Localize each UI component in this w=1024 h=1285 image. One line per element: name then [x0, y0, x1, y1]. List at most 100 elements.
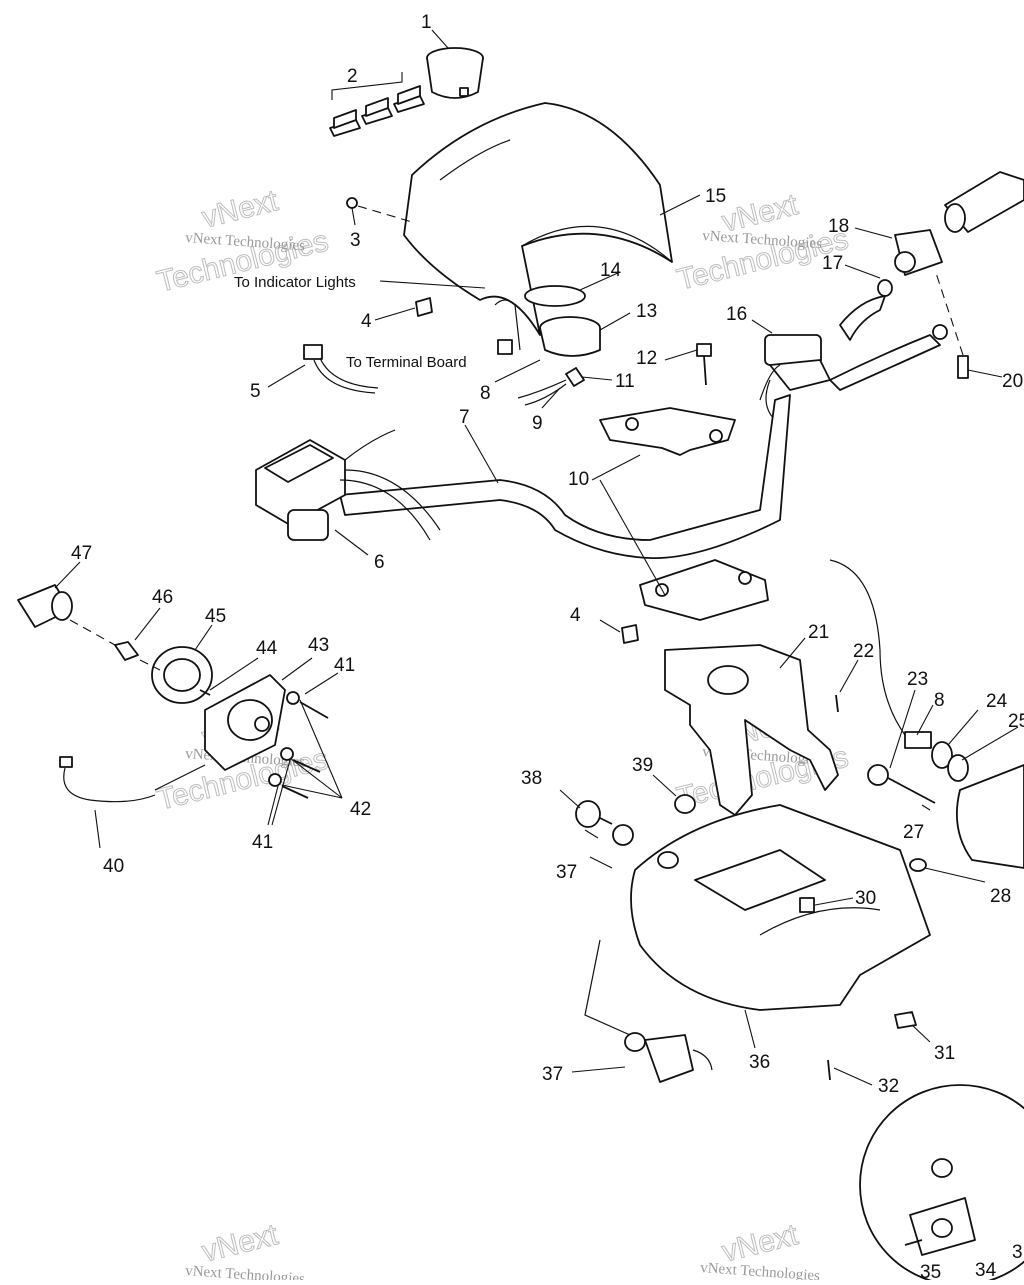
label-part-4-lower: 4: [570, 605, 581, 626]
part-2-lenses: [329, 72, 425, 137]
label-part-45: 45: [205, 606, 226, 627]
part-1-indicator-housing: [426, 47, 484, 99]
label-part-35: 35: [920, 1262, 941, 1280]
label-part-31: 31: [934, 1043, 955, 1064]
part-44-pin: [199, 689, 211, 696]
part-headlight-wire: [829, 559, 906, 736]
part-45-ring: [151, 646, 213, 704]
part-grip: [944, 171, 1024, 233]
label-part-30: 30: [855, 888, 876, 909]
label-part-41-lower: 41: [252, 832, 273, 853]
label-part-32: 32: [878, 1076, 899, 1097]
part-21-mount-bracket: [664, 644, 839, 816]
note-terminal-board: To Terminal Board: [346, 354, 467, 371]
part-36-console: [630, 804, 931, 1011]
label-part-20: 20: [1002, 371, 1023, 392]
part-4-clip-top: [415, 297, 433, 317]
label-part-37-lower: 37: [542, 1064, 563, 1085]
part-40-wire: [59, 756, 206, 803]
label-part-13: 13: [636, 301, 657, 322]
label-part-42: 42: [350, 799, 371, 820]
label-part-47: 47: [71, 543, 92, 564]
part-10-upper-clamp: [599, 407, 736, 456]
part-11-bulb-socket: [517, 367, 585, 406]
leader-lines: [54, 29, 1019, 1086]
label-part-38: 38: [521, 768, 542, 789]
label-part-21: 21: [808, 622, 829, 643]
label-part-8-lower: 8: [934, 690, 945, 711]
label-part-22: 22: [853, 641, 874, 662]
part-39-nut: [612, 794, 696, 846]
part-13-bezel: [539, 316, 601, 357]
label-part-1: 1: [421, 12, 432, 33]
part-38-switch: [575, 800, 613, 828]
part-28-ring: [909, 858, 927, 872]
label-part-7: 7: [459, 407, 470, 428]
part-47-cap: [17, 584, 73, 628]
part-12-bolt: [696, 343, 712, 386]
svg-text:vNext Technologies: vNext Technologies: [700, 1260, 821, 1280]
label-part-11: 11: [615, 371, 635, 392]
part-30-nut: [799, 897, 815, 913]
label-part-8: 8: [480, 383, 491, 404]
label-part-4: 4: [361, 311, 372, 332]
part-headlight: [955, 764, 1024, 869]
label-part-2: 2: [347, 66, 358, 87]
watermark-5: vNext vNext Technologies: [185, 1218, 306, 1285]
label-part-18: 18: [828, 216, 849, 237]
part-32-screw: [827, 1059, 831, 1081]
part-18-throttle-housing: [839, 229, 943, 341]
label-part-40: 40: [103, 856, 124, 877]
label-part-28: 28: [990, 886, 1011, 907]
part-labels: 1 2 3 4 5 6 7 8 9 10 11 12 13 14 15 16 1…: [71, 12, 1024, 1283]
label-part-25: 25: [1008, 711, 1024, 732]
label-part-43: 43: [308, 635, 329, 656]
label-part-36: 36: [749, 1052, 770, 1073]
part-41-screws: [268, 691, 329, 799]
part-24-25-socket: [904, 731, 969, 782]
label-part-27: 27: [903, 822, 924, 843]
part-6-left-control: [255, 429, 441, 541]
part-3-screw: [346, 197, 413, 223]
label-part-9: 9: [532, 413, 543, 434]
part-23-gear: [867, 764, 936, 804]
label-part-46: 46: [152, 587, 173, 608]
part-4-clip-lower: [621, 624, 639, 644]
label-part-24: 24: [986, 691, 1008, 712]
part-10-lower-clamp: [639, 559, 769, 621]
label-part-39: 39: [632, 755, 653, 776]
label-part-23: 23: [907, 669, 928, 690]
svg-text:vNext: vNext: [199, 1218, 282, 1269]
part-5-connector: [303, 344, 379, 394]
part-22-screw: [835, 694, 839, 713]
label-part-5: 5: [250, 381, 261, 402]
label-part-41-upper: 41: [334, 655, 355, 676]
label-part-44: 44: [256, 638, 278, 659]
part-20-screw: [934, 269, 969, 379]
part-31-clip: [894, 1011, 917, 1029]
detail-circle: [859, 1084, 1024, 1285]
part-8-wire-bracket: [494, 299, 521, 355]
part-16-master-cylinder: [764, 324, 948, 421]
label-part-17: 17: [822, 253, 843, 274]
label-part-12: 12: [636, 348, 657, 369]
label-part-16: 16: [726, 304, 747, 325]
label-part-34: 34: [975, 1260, 997, 1280]
label-part-10: 10: [568, 469, 589, 490]
watermark-2: vNext Technologies vNext Technologies: [673, 188, 852, 298]
part-15-hood: [403, 102, 673, 336]
label-part-3: 3: [350, 230, 361, 251]
part-43-switch-plate: [204, 674, 286, 771]
svg-text:vNext: vNext: [199, 184, 282, 235]
label-part-6: 6: [374, 552, 385, 573]
note-indicator-lights: To Indicator Lights: [234, 274, 356, 291]
part-46-key-cylinder: [114, 641, 139, 661]
label-part-14: 14: [600, 260, 622, 281]
part-37-plug: [584, 939, 713, 1083]
label-part-15: 15: [705, 186, 726, 207]
part-14-ring: [524, 285, 586, 307]
part-7-handlebar: [339, 364, 791, 559]
label-part-3-detail: 3: [1012, 1242, 1023, 1263]
svg-text:vNext Technologies: vNext Technologies: [185, 1263, 306, 1280]
